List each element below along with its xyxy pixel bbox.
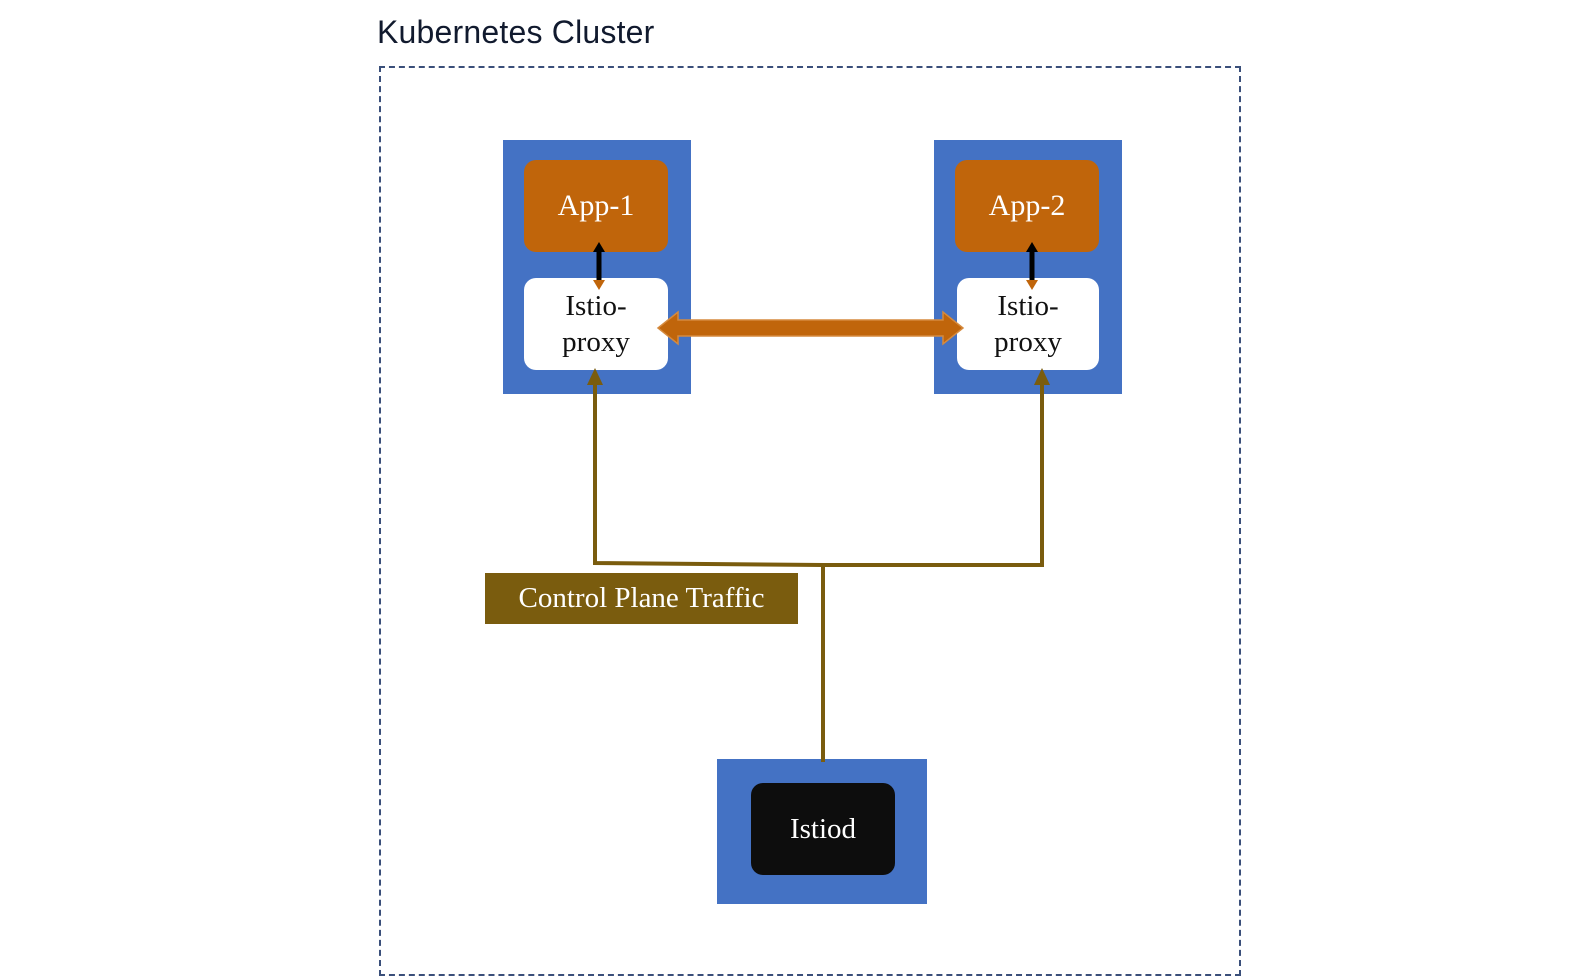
- control-plane-traffic-label: Control Plane Traffic: [485, 573, 798, 624]
- app-1-label: App-1: [557, 189, 635, 222]
- app-2-container: App-2: [955, 160, 1099, 252]
- istiod-control-plane: Istiod: [751, 783, 895, 875]
- proxy-2-label-line2: proxy: [994, 326, 1062, 358]
- proxy-1-label-line2: proxy: [562, 326, 630, 358]
- kubernetes-cluster-boundary: [379, 66, 1241, 976]
- app-2-label: App-2: [988, 189, 1066, 222]
- app-1-istio-proxy: Istio- proxy: [524, 278, 668, 370]
- proxy-1-label-line1: Istio-: [565, 290, 627, 322]
- istiod-label: Istiod: [789, 812, 857, 845]
- cluster-title: Kubernetes Cluster: [377, 14, 655, 50]
- app-2-istio-proxy: Istio- proxy: [957, 278, 1099, 370]
- app-1-container: App-1: [524, 160, 668, 252]
- proxy-2-label-line1: Istio-: [997, 290, 1059, 322]
- control-plane-traffic-text: Control Plane Traffic: [518, 582, 765, 614]
